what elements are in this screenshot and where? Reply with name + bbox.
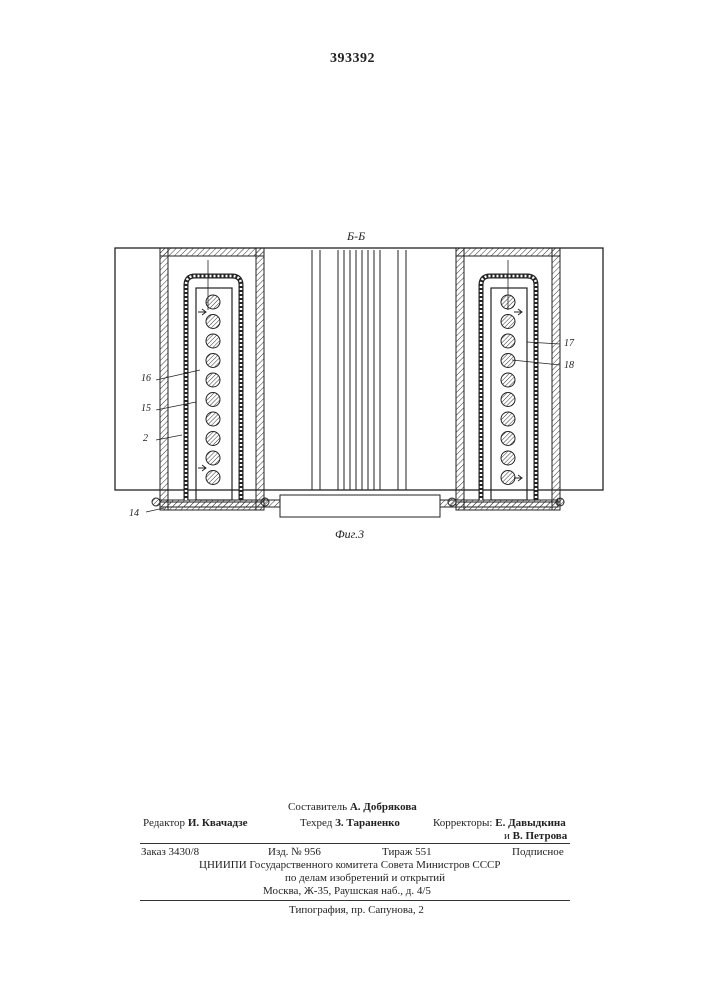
org-line-1: ЦНИИПИ Государственного комитета Совета … xyxy=(199,860,501,871)
right-coil-stack xyxy=(501,295,515,485)
coil-turn xyxy=(206,315,220,329)
coil-turn xyxy=(501,412,515,426)
techred-name: З. Тараненко xyxy=(335,817,400,829)
coil-turn xyxy=(501,315,515,329)
figure-caption: Фиг.3 xyxy=(335,528,364,540)
edition-number: Изд. № 956 xyxy=(268,847,321,858)
coil-turn xyxy=(501,334,515,348)
corrector-2-line: и В. Петрова xyxy=(504,831,567,842)
coil-turn xyxy=(501,393,515,407)
composer-name: А. Добрякова xyxy=(350,801,417,813)
coil-turn xyxy=(206,432,220,446)
coil-turn xyxy=(501,354,515,368)
coil-turn xyxy=(206,412,220,426)
divider-bottom xyxy=(140,900,570,901)
org-line-2: по делам изобретений и открытий xyxy=(285,873,445,884)
coil-turn xyxy=(501,451,515,465)
section-label: Б-Б xyxy=(347,230,365,242)
coil-turn xyxy=(206,393,220,407)
coil-turn xyxy=(501,295,515,309)
coil-turn xyxy=(206,471,220,485)
correctors-line: Корректоры: Е. Давыдкина xyxy=(433,818,566,829)
address: Москва, Ж-35, Раушская наб., д. 4/5 xyxy=(263,886,431,897)
label-18: 18 xyxy=(564,361,574,371)
order-number: Заказ 3430/8 xyxy=(141,847,199,858)
correctors-role: Корректоры: xyxy=(433,817,492,829)
label-17: 17 xyxy=(564,339,574,349)
coil-turn xyxy=(206,334,220,348)
coil-turn xyxy=(501,373,515,387)
circulation: Тираж 551 xyxy=(382,847,432,858)
printer: Типография, пр. Сапунова, 2 xyxy=(289,905,424,916)
coil-turn xyxy=(501,432,515,446)
editor-role: Редактор xyxy=(143,817,185,829)
leader-lines xyxy=(146,342,560,512)
center-plates xyxy=(312,250,406,490)
subscription: Подписное xyxy=(512,847,564,858)
label-2: 2 xyxy=(143,434,148,444)
techred-line: Техред З. Тараненко xyxy=(300,818,400,829)
techred-role: Техред xyxy=(300,817,332,829)
editor-name: И. Квачадзе xyxy=(188,817,248,829)
coil-turn xyxy=(501,471,515,485)
divider-top xyxy=(140,843,570,844)
label-15: 15 xyxy=(141,404,151,414)
editor-line: Редактор И. Квачадзе xyxy=(143,818,248,829)
corrector-2: В. Петрова xyxy=(513,830,568,842)
coil-turn xyxy=(206,373,220,387)
label-14: 14 xyxy=(129,509,139,519)
coil-turn xyxy=(206,354,220,368)
coil-turn xyxy=(206,295,220,309)
center-support xyxy=(280,495,440,517)
coil-turn xyxy=(206,451,220,465)
corrector-1: Е. Давыдкина xyxy=(495,817,566,829)
left-coil-stack xyxy=(206,295,220,485)
composer-role: Составитель xyxy=(288,801,347,813)
patent-number: 393392 xyxy=(330,52,375,66)
composer-line: Составитель А. Добрякова xyxy=(288,802,417,813)
corrector-2-prefix: и xyxy=(504,830,510,842)
label-16: 16 xyxy=(141,374,151,384)
